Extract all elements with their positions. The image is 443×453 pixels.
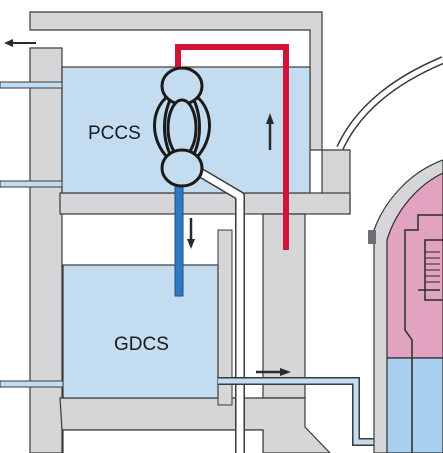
gdcs-water	[62, 264, 219, 399]
hx-core	[166, 98, 198, 158]
arrow-icon	[266, 113, 274, 150]
arrow-icon	[256, 368, 291, 376]
reactor-vessel	[336, 56, 443, 453]
arrow-icon	[187, 218, 195, 249]
vessel-dome-inner	[337, 57, 443, 150]
gdcs-pool: GDCS	[62, 264, 219, 399]
red-steam-pipe	[175, 44, 289, 250]
mid-slab	[59, 192, 351, 215]
vent-pipe-inner	[194, 166, 244, 453]
vessel-pink-region	[386, 172, 443, 359]
arrow-icon	[4, 39, 36, 47]
left-pipes	[0, 81, 64, 388]
pccs-label: PCCS	[88, 123, 141, 144]
lower-compartment	[62, 429, 264, 453]
pccs-heat-exchanger	[153, 66, 211, 188]
flow-arrows	[4, 39, 291, 376]
blue-condensate-pipe	[174, 181, 184, 297]
left-pipe-mid	[0, 180, 63, 188]
left-pipe-bottom	[0, 380, 64, 388]
left-pipe-top	[0, 81, 63, 89]
vessel-flange	[368, 230, 376, 244]
hx-tubes-outer	[153, 94, 211, 160]
left-wall	[29, 47, 63, 453]
gdcs-label: GDCS	[114, 334, 169, 355]
vessel-water	[386, 357, 443, 453]
vessel-dome-outline	[336, 56, 443, 150]
hx-bottom-header	[160, 148, 204, 188]
vessel-grid	[425, 251, 440, 283]
